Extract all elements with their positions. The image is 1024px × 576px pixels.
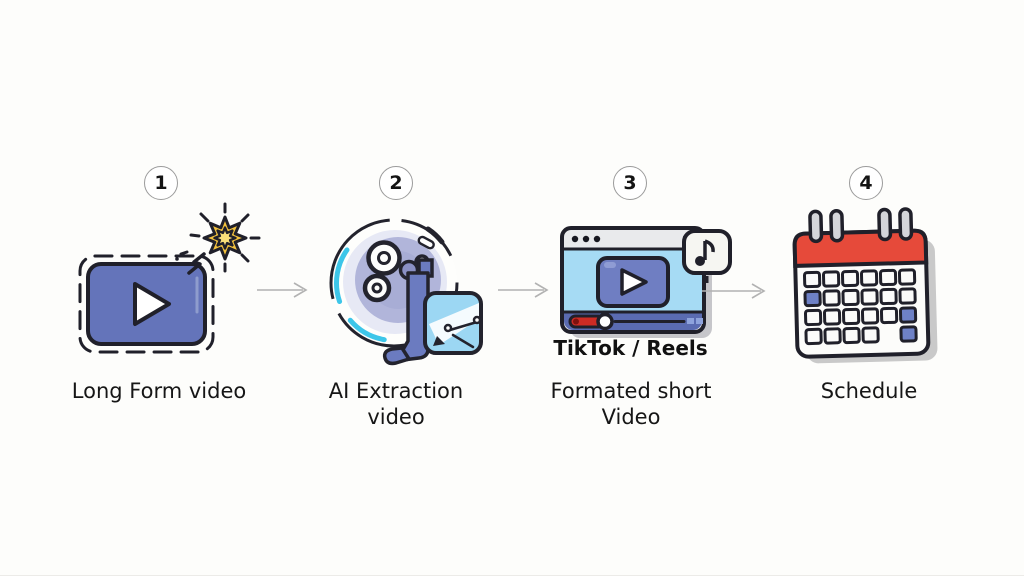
arrow-right-icon <box>256 280 314 304</box>
short-video-window-with-music-note-icon <box>558 220 748 345</box>
calendar-icon <box>788 204 948 372</box>
step-3-number: 3 <box>623 172 637 194</box>
progress-knob <box>596 312 614 331</box>
calendar-marked-day <box>898 306 918 324</box>
ai-extraction-reel-icon <box>322 203 487 378</box>
step-1-number: 1 <box>154 172 168 194</box>
calendar-marked-day <box>803 289 822 308</box>
step-2-number: 2 <box>389 172 403 194</box>
window-dot <box>593 235 601 243</box>
video-player-with-sparkle-icon <box>78 200 263 365</box>
video-player-svg <box>78 202 261 354</box>
ai-extraction-svg <box>329 218 483 366</box>
calendar-grid <box>802 268 918 346</box>
play-icon <box>620 268 648 296</box>
arrow-right-icon <box>497 280 555 304</box>
platform-label: TikTok / Reels <box>553 336 708 360</box>
cyan-arc <box>334 223 454 343</box>
step-4-number-badge: 4 <box>849 166 883 200</box>
arrow-right-icon <box>701 281 773 305</box>
step-4-number: 4 <box>859 172 873 194</box>
calendar-marked-day <box>899 325 918 343</box>
step-3-title: Formated short Video <box>550 379 712 429</box>
music-badge <box>682 229 732 275</box>
step-2-title: AI Extraction video <box>328 379 464 429</box>
calendar-rings <box>808 207 914 244</box>
play-icon <box>133 282 171 326</box>
step-4-title: Schedule <box>820 379 918 403</box>
step-1-number-badge: 1 <box>144 166 178 200</box>
lightning-bolt-icon <box>187 252 206 275</box>
short-video-window-svg <box>560 226 732 338</box>
sparkle-icon <box>175 202 261 275</box>
step-3-number-badge: 3 <box>613 166 647 200</box>
step-2-number-badge: 2 <box>379 166 413 200</box>
music-note-icon <box>695 239 715 266</box>
window-dot <box>582 235 590 243</box>
step-1-title: Long Form video <box>71 379 247 403</box>
calendar-svg <box>792 207 938 364</box>
calendar-header <box>792 228 929 268</box>
window-dot <box>571 235 579 243</box>
